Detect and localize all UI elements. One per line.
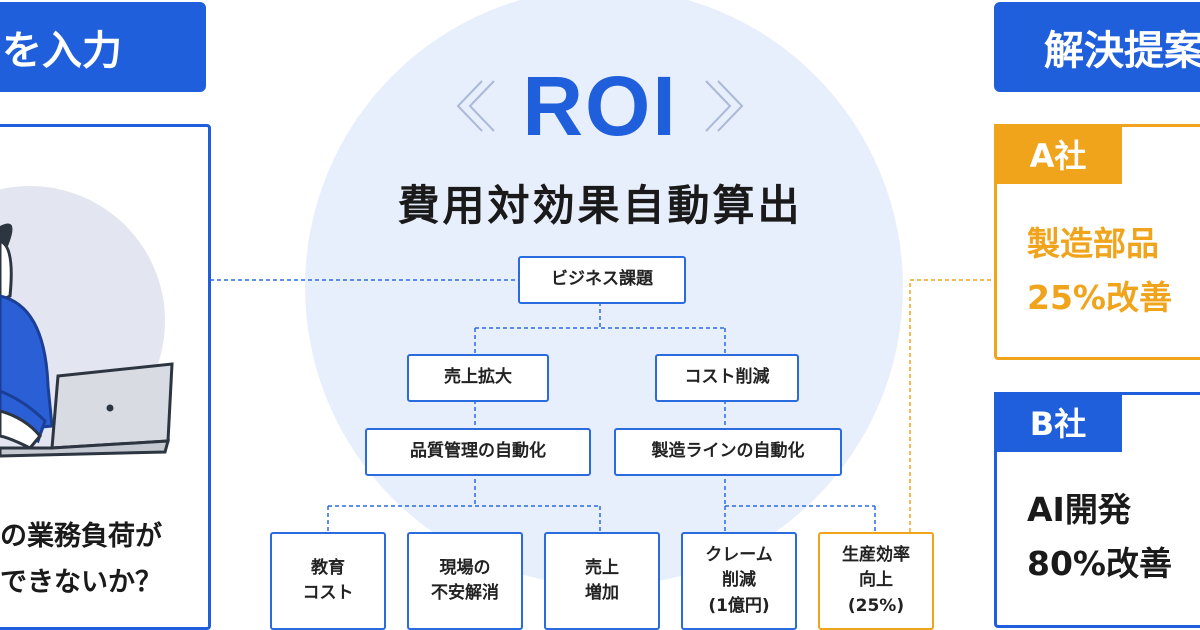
center-subtitle: 費用対効果自動算出 bbox=[397, 181, 803, 230]
company-b-result: AI開発 80%改善 bbox=[1027, 483, 1172, 591]
question-line-1: の業務負荷が bbox=[0, 521, 162, 552]
left-tab-label: を入力 bbox=[2, 28, 122, 74]
company-b-label: B社 bbox=[1029, 405, 1087, 443]
company-b-line-2: 80%改善 bbox=[1027, 544, 1172, 583]
roi-title-row: ROI bbox=[400, 59, 800, 153]
company-b-line-1: AI開発 bbox=[1027, 490, 1131, 529]
right-proposal-tab: 解決提案 bbox=[994, 2, 1200, 92]
node-education-cost: 教育 コスト bbox=[270, 532, 386, 630]
node-claim-reduction: クレーム 削減 (1億円) bbox=[681, 532, 797, 630]
left-input-tab: を入力 bbox=[0, 2, 206, 92]
right-tab-label: 解決提案 bbox=[1044, 28, 1200, 74]
question-line-2: できないか？ bbox=[0, 567, 162, 598]
company-b-label-tab: B社 bbox=[994, 392, 1122, 452]
node-production-efficiency: 生産効率 向上 (25%) bbox=[818, 532, 934, 630]
company-a-result: 製造部品 25%改善 bbox=[1027, 217, 1172, 325]
node-cost-reduce: コスト削減 bbox=[655, 354, 799, 402]
company-a-label-tab: A社 bbox=[994, 124, 1122, 184]
person-laptop-illustration bbox=[0, 186, 174, 458]
roi-title: ROI bbox=[522, 58, 678, 153]
node-anxiety-relief: 現場の 不安解消 bbox=[407, 532, 523, 630]
node-line-automation: 製造ラインの自動化 bbox=[614, 428, 842, 476]
company-b-card: B社 AI開発 80%改善 bbox=[994, 392, 1200, 628]
company-a-line-2: 25%改善 bbox=[1027, 278, 1172, 317]
chevron-right-double-icon bbox=[704, 80, 744, 132]
chevron-left-double-icon bbox=[456, 80, 496, 132]
node-quality-automation: 品質管理の自動化 bbox=[365, 428, 591, 476]
node-business-issue: ビジネス課題 bbox=[518, 256, 686, 304]
left-question-text: の業務負荷が できないか？ bbox=[0, 514, 200, 606]
node-sales-increase: 売上 増加 bbox=[544, 532, 660, 630]
company-a-label: A社 bbox=[1029, 137, 1087, 175]
company-a-line-1: 製造部品 bbox=[1027, 224, 1159, 263]
node-sales-expand: 売上拡大 bbox=[407, 354, 549, 402]
company-a-card: A社 製造部品 25%改善 bbox=[994, 124, 1200, 360]
